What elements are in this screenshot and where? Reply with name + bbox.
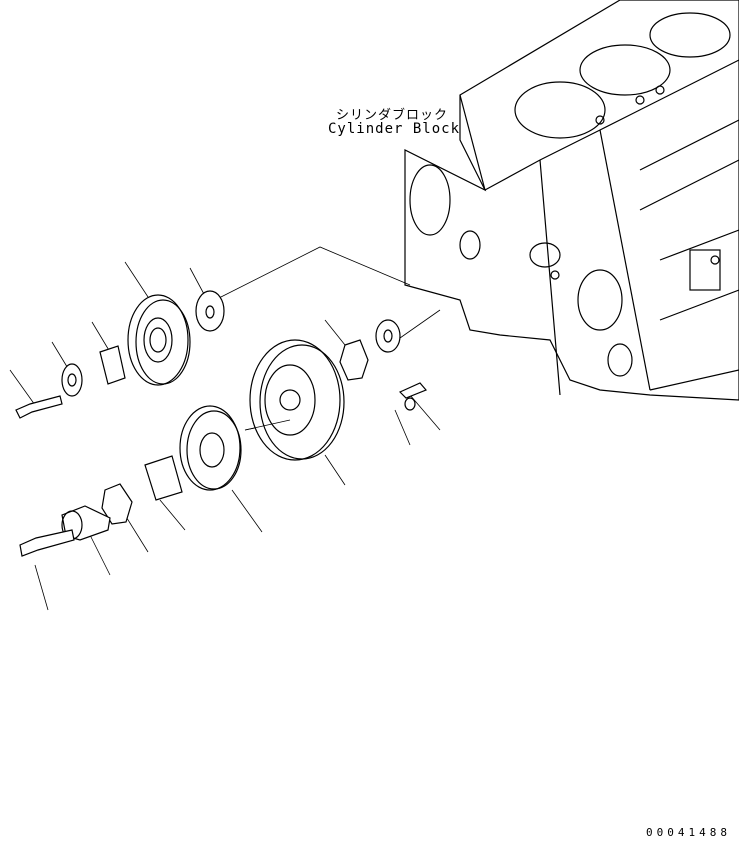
thrust-washer-upper	[195, 290, 225, 332]
idler-gear-large	[249, 339, 341, 461]
idler-gear-upper	[127, 294, 189, 386]
drawing-number: 00041488	[646, 826, 731, 839]
lock-plate-lower	[101, 483, 133, 525]
idler-gear-lower	[179, 405, 241, 491]
plate	[339, 339, 369, 381]
bushing-upper	[99, 345, 126, 385]
cylinder-block	[404, 0, 739, 401]
bolt-upper	[15, 395, 63, 419]
thrust-washer-right	[375, 319, 401, 353]
small-bolt	[398, 382, 428, 399]
parts	[15, 290, 428, 557]
bushing-lower	[144, 455, 183, 501]
bolt-lower	[19, 529, 75, 557]
part-name-japanese: シリンダブロック	[336, 108, 449, 123]
part-name-english: Cylinder Block	[328, 121, 461, 137]
